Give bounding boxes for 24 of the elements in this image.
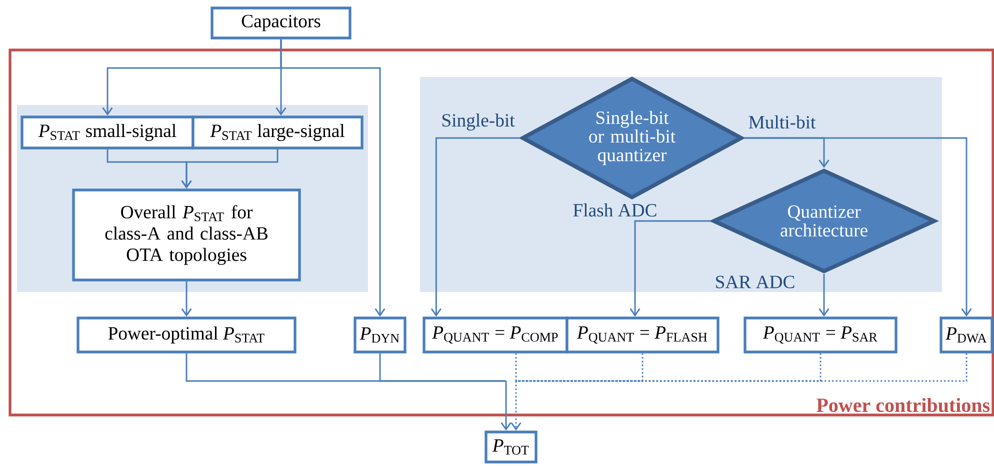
process-box: Power-optimal P$_{STAT}$ [76, 316, 296, 354]
arrow [510, 381, 522, 431]
arrow [430, 137, 520, 317]
process-box: Capacitors [210, 6, 352, 40]
arrow [280, 39, 386, 317]
arrow [500, 381, 512, 431]
process-box: Overall P$_{STAT}$ for class-A and class-AB OTA topologies [72, 188, 301, 282]
process-box: P$_{DWA}$ [940, 316, 994, 354]
edge-label: Flash ADC [573, 203, 656, 217]
arrow [630, 220, 711, 317]
arrow [818, 274, 830, 317]
process-box: P$_{TOT}$ [484, 430, 538, 464]
process-box: P$_{QUANT}$ = P$_{FLASH}$ [566, 316, 720, 354]
edge-label: Multi-bit [748, 115, 816, 129]
process-box: P$_{STAT}$ small-signal [20, 116, 194, 150]
process-box: P$_{STAT}$ large-signal [192, 116, 364, 150]
process-box: P$_{QUANT}$ = P$_{SAR}$ [744, 316, 898, 354]
arrow [744, 137, 972, 317]
edge-label: SAR ADC [716, 276, 794, 288]
process-box: P$_{DYN}$ [354, 316, 406, 354]
process-box: P$_{QUANT}$ = P$_{COMP}$ [422, 316, 568, 354]
arrow [181, 149, 278, 189]
arrow [181, 281, 192, 317]
edge-label: Single-bit [442, 114, 515, 130]
